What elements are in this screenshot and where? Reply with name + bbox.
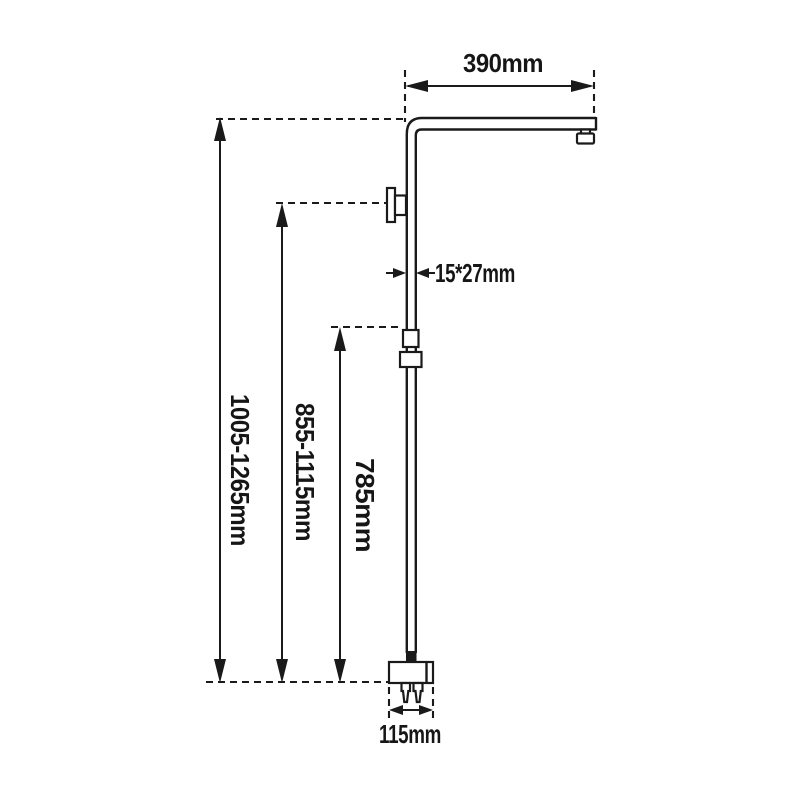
dimension-label-arm-length: 390mm <box>463 48 543 78</box>
arm-and-rail-inner-edge <box>414 128 596 653</box>
wall-bracket <box>385 186 408 224</box>
dimension-label-rail-profile: 15*27mm <box>435 258 515 288</box>
arrowhead-down <box>276 659 288 683</box>
dimension-label-rail-length: 785mm <box>350 458 380 552</box>
shower-head-outlet <box>575 128 596 145</box>
bracket-flange-plate <box>385 186 397 224</box>
slider-upper-block <box>401 328 420 349</box>
dimension-base-width: 115mm <box>379 687 442 749</box>
arrowhead-up <box>334 327 346 351</box>
outlet-leg-left <box>400 681 412 704</box>
arrowhead-up <box>214 117 226 141</box>
dimension-label-bracket-height: 855-1115mm <box>290 403 320 541</box>
dimension-rail-profile: 15*27mm <box>386 258 516 288</box>
dimension-arm-length: 390mm <box>403 48 596 122</box>
rail-base-connector <box>406 651 417 662</box>
arrowhead-left <box>405 80 428 92</box>
dimension-bracket-height: 855-1115mm <box>276 201 386 683</box>
arrowhead-right-pointing <box>393 268 406 278</box>
slider-lower-block <box>398 350 423 369</box>
arrowhead-left-pointing <box>416 268 429 278</box>
arrowhead-down <box>214 659 226 683</box>
arm-and-rail-outer-edge <box>405 116 596 653</box>
dimension-overall-height: 1005-1265mm <box>214 117 406 683</box>
shower-rail-assembly <box>385 116 598 704</box>
dimension-label-base-width: 115mm <box>379 719 441 749</box>
slider-connector <box>398 328 423 369</box>
mixer-base <box>387 651 435 704</box>
outlet-leg-right <box>412 681 424 704</box>
bracket-stem <box>393 194 408 217</box>
arrowhead-up <box>276 203 288 227</box>
arrowhead-right <box>571 80 594 92</box>
arrowhead-right <box>419 705 433 715</box>
dimension-label-overall-height: 1005-1265mm <box>225 394 255 546</box>
dimension-rail-length: 785mm <box>331 325 403 683</box>
arrowhead-left <box>389 705 403 715</box>
outlet-head <box>575 132 596 145</box>
arrowhead-down <box>334 659 346 683</box>
